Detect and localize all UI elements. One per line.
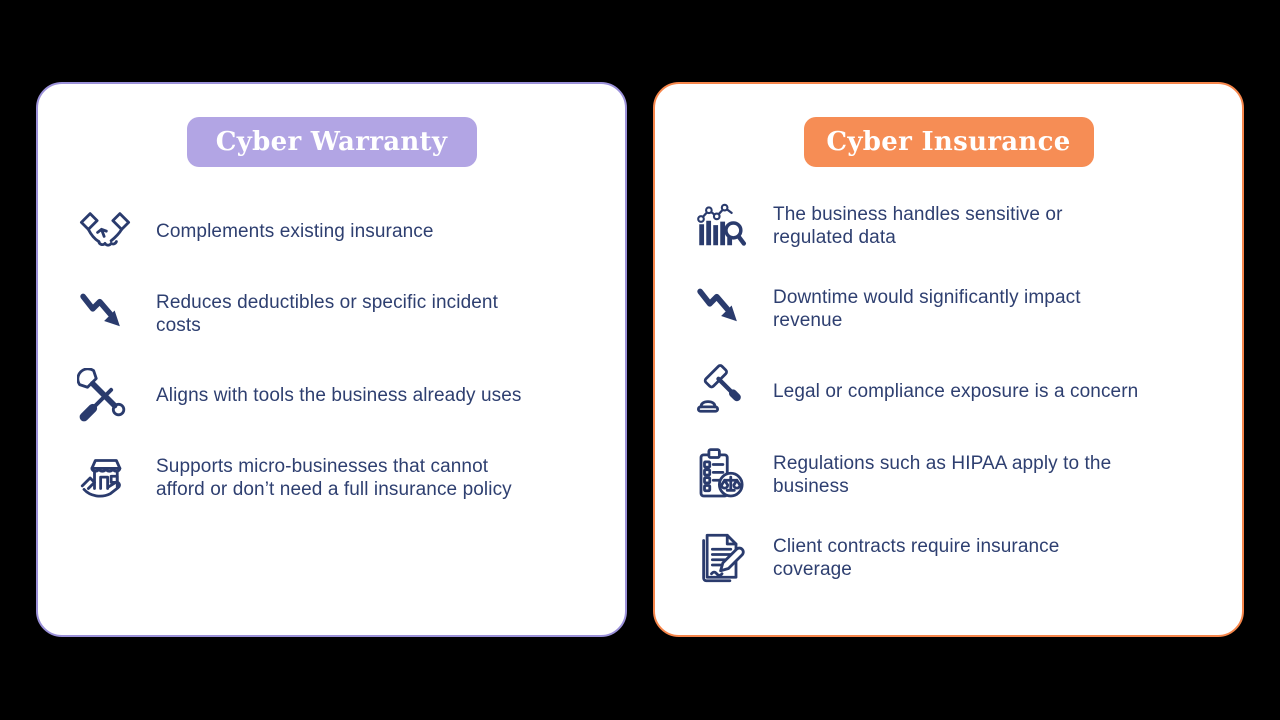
list-item: Regulations such as HIPAA apply to the b… xyxy=(693,446,1216,504)
cyber-insurance-card: Cyber Insurance xyxy=(653,82,1244,637)
handshake-icon xyxy=(76,203,134,261)
list-item-text: Supports micro-businesses that cannot af… xyxy=(156,455,512,501)
document-pen-icon xyxy=(693,529,751,587)
store-in-hand-icon xyxy=(76,449,134,507)
list-item-text: Aligns with tools the business already u… xyxy=(156,385,522,407)
warranty-items: Complements existing insurance Reduces d… xyxy=(38,167,625,507)
list-item-text: Reduces deductibles or specific incident… xyxy=(156,291,498,337)
insurance-items: The business handles sensitive or regula… xyxy=(655,167,1242,587)
list-item: Client contracts require insurance cover… xyxy=(693,529,1216,587)
chart-magnifier-icon xyxy=(693,197,751,255)
tools-icon xyxy=(76,367,134,425)
list-item: Complements existing insurance xyxy=(76,203,599,261)
list-item: Reduces deductibles or specific incident… xyxy=(76,285,599,343)
list-item: Aligns with tools the business already u… xyxy=(76,367,599,425)
list-item-text: The business handles sensitive or regula… xyxy=(773,203,1063,249)
list-item-text: Downtime would significantly impact reve… xyxy=(773,286,1081,332)
cyber-warranty-card: Cyber Warranty Complements existing insu… xyxy=(36,82,627,637)
list-item-text: Client contracts require insurance cover… xyxy=(773,535,1060,581)
list-item-text: Complements existing insurance xyxy=(156,221,434,243)
cyber-insurance-title: Cyber Insurance xyxy=(803,117,1094,167)
list-item: Legal or compliance exposure is a concer… xyxy=(693,363,1216,421)
list-item-text: Legal or compliance exposure is a concer… xyxy=(773,381,1139,403)
list-item: Downtime would significantly impact reve… xyxy=(693,280,1216,338)
gavel-icon xyxy=(693,363,751,421)
cyber-warranty-title: Cyber Warranty xyxy=(186,117,477,167)
trend-down-icon xyxy=(693,280,751,338)
list-item: The business handles sensitive or regula… xyxy=(693,197,1216,255)
clipboard-scale-icon xyxy=(693,446,751,504)
trend-down-icon xyxy=(76,285,134,343)
list-item: Supports micro-businesses that cannot af… xyxy=(76,449,599,507)
list-item-text: Regulations such as HIPAA apply to the b… xyxy=(773,452,1112,498)
